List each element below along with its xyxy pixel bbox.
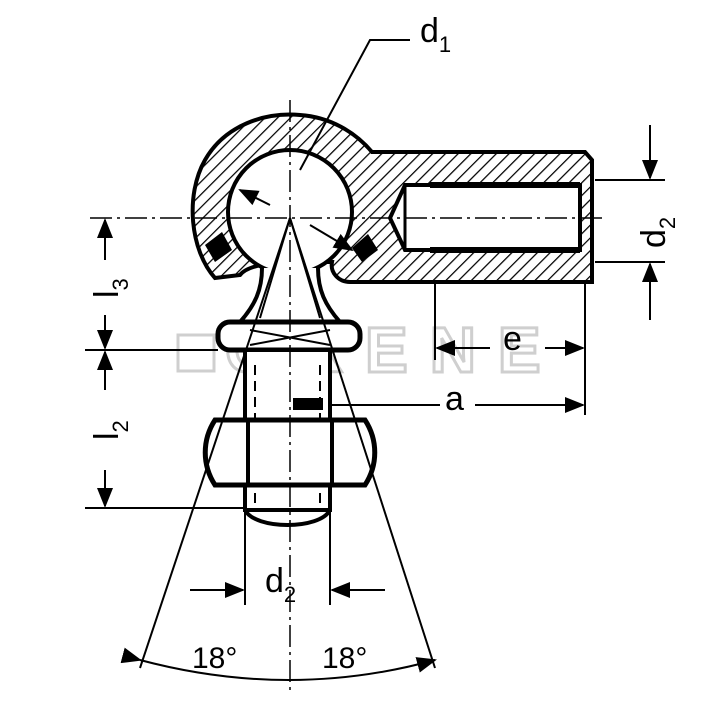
- label-a: a: [445, 380, 464, 418]
- label-d2-bottom: d2: [265, 562, 296, 607]
- dimension-lines: [85, 39, 665, 605]
- label-l3: l3: [88, 278, 133, 298]
- socket-housing: [190, 112, 594, 284]
- swivel-angle: [120, 217, 437, 681]
- dimension-labels: d1 d2 l3 l2 e a d2 18° 18°: [88, 12, 680, 675]
- label-d2-right: d2: [635, 217, 680, 248]
- label-e: e: [503, 320, 522, 358]
- label-d1: d1: [420, 12, 451, 57]
- center-lines: [90, 100, 605, 690]
- label-angle-left: 18°: [192, 642, 237, 675]
- label-angle-right: 18°: [322, 642, 367, 675]
- label-l2: l2: [88, 420, 133, 440]
